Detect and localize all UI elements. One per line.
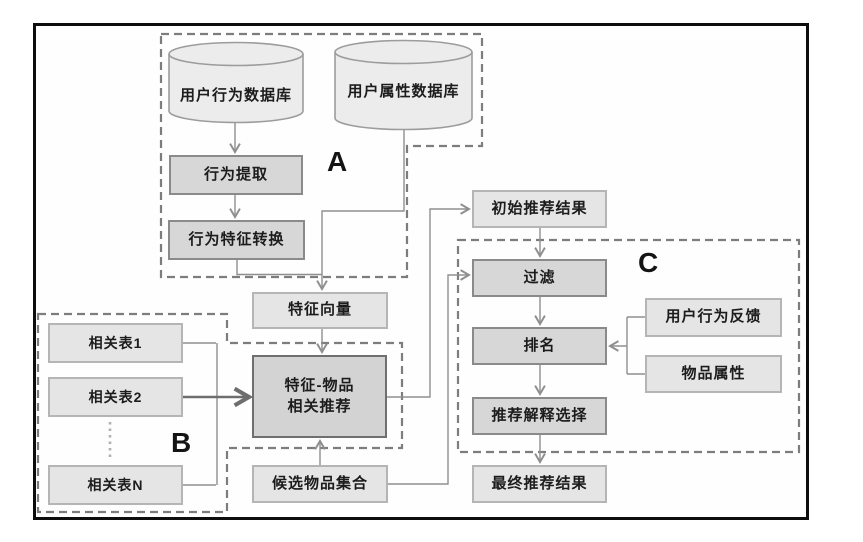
node-related-table-2: 相关表2 [48, 377, 183, 417]
edge-featureitem-to-initial [387, 203, 471, 398]
node-behavior-extract: 行为提取 [169, 155, 303, 195]
node-user-attr-db: 用户属性数据库 [347, 83, 460, 100]
node-feature-item-rec: 特征-物品 相关推荐 [252, 355, 387, 438]
node-final-results: 最终推荐结果 [472, 465, 607, 503]
region-c-label: C [638, 247, 659, 278]
node-rank: 排名 [472, 327, 607, 365]
node-feature-item-rec-line1: 特征-物品 [284, 377, 355, 395]
region-a-outline [159, 32, 484, 279]
region-b-outline [36, 312, 404, 514]
region-b-label: B [171, 427, 192, 458]
node-feature-item-rec-line2: 相关推荐 [287, 397, 352, 415]
node-feature-vector: 特征向量 [252, 292, 388, 329]
edge-attrdb-to-featurevector [316, 130, 405, 291]
user-behavior-db-cylinder [168, 41, 304, 124]
node-behavior-feedback: 用户行为反馈 [645, 298, 782, 337]
node-filter: 过滤 [472, 259, 607, 297]
node-item-attrs: 物品属性 [645, 355, 782, 393]
user-attr-db-cylinder [334, 39, 473, 131]
edge-candidate-to-filter [388, 269, 471, 485]
node-related-table-1: 相关表1 [48, 323, 183, 363]
region-a-label: A [327, 146, 348, 177]
edge-convert-join [236, 260, 322, 276]
node-initial-results: 初始推荐结果 [472, 190, 607, 228]
node-behavior-feature-convert: 行为特征转换 [168, 220, 305, 260]
region-c-outline [456, 238, 801, 454]
node-related-table-n: 相关表N [48, 465, 183, 505]
node-user-behavior-db: 用户行为数据库 [179, 87, 292, 104]
node-explanation-select: 推荐解释选择 [472, 397, 607, 435]
node-candidate-items: 候选物品集合 [252, 465, 388, 503]
